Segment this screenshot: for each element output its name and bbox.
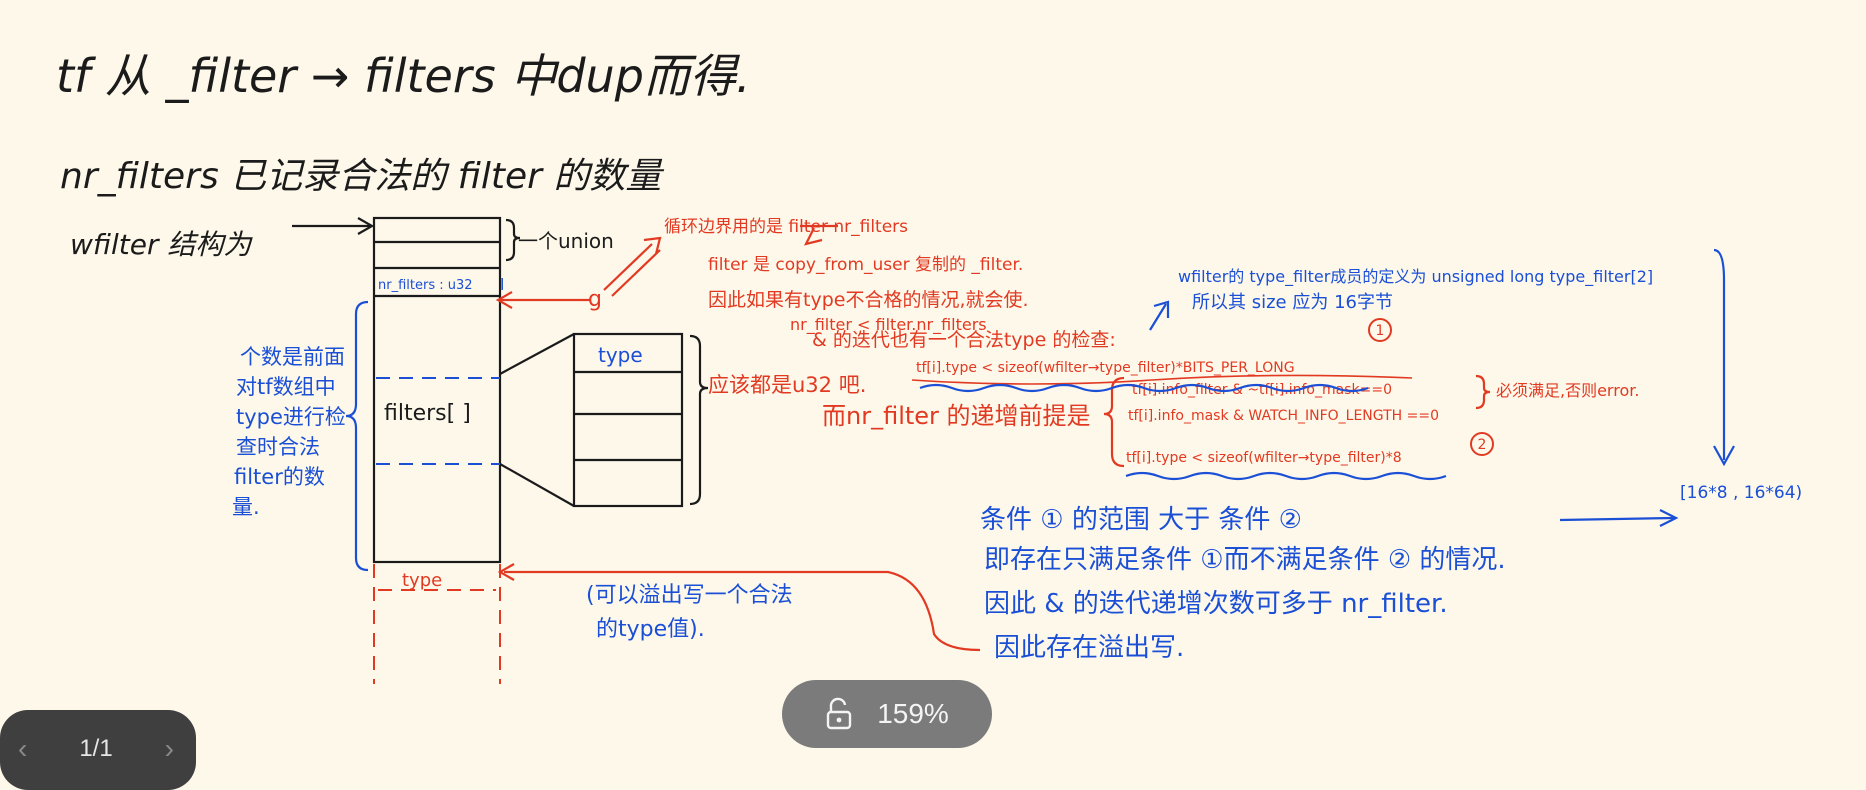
letter-g: g (588, 287, 602, 312)
count-note-4: filter的数 (234, 465, 325, 489)
circle-1-label: 1 (1376, 323, 1385, 339)
overflow-write-arrow (504, 570, 981, 652)
cond-b: tf[i].info_mask & WATCH_INFO_LENGTH ==0 (1128, 408, 1439, 424)
note-line-2: nr_filters 已记录合法的 filter 的数量 (60, 156, 664, 197)
union-brace (505, 218, 521, 262)
check-condition-2: tf[i].type < sizeof(wfilter→type_filter)… (1126, 450, 1402, 466)
blue-def-1: wfilter的 type_filter成员的定义为 unsigned long… (1178, 267, 1653, 287)
conclusion-3: 因此 & 的迭代递增次数可多于 nr_filter. (984, 589, 1448, 619)
cond-must: 必须满足,否则error. (1496, 381, 1639, 400)
circle-2-label: 2 (1478, 437, 1487, 453)
wfilter-arrowhead (357, 217, 375, 235)
wfilter-label: wfilter 结构为 (70, 228, 253, 261)
blue-def-2: 所以其 size 应为 16字节 (1192, 292, 1393, 313)
red-line-4: & 的迭代也有一个合法type 的检查: (812, 329, 1116, 351)
type-overflow-label: type (402, 570, 442, 591)
overflow-note-1: 的type值). (596, 617, 705, 642)
conclusion-4: 因此存在溢出写. (994, 633, 1184, 663)
u32-note: 应该都是u32 吧. (708, 373, 866, 397)
count-note-5: 量. (232, 495, 260, 519)
zoom-control[interactable]: 159% (782, 680, 992, 748)
union-label: 一个union (518, 229, 614, 253)
red-line-2: 因此如果有type不合格的情况,就会使. (708, 289, 1029, 311)
check-condition-1: tf[i].type < sizeof(wfilter→type_filter)… (916, 360, 1295, 376)
conclusion-2: 即存在只满足条件 ①而不满足条件 ② 的情况. (984, 545, 1506, 575)
filters-label: filters[ ] (384, 401, 471, 426)
loop-bound-note: 循环边界用的是 filter nr_filters (664, 217, 908, 237)
count-note-0: 个数是前面 (240, 345, 345, 369)
count-note-3: 查时合法 (236, 435, 320, 459)
nr-filters-field: nr_filters : u32 (378, 278, 473, 293)
note-line-1: tf 从 _filter → filters 中dup而得. (56, 49, 751, 103)
unlock-icon[interactable] (825, 697, 855, 731)
red-line-1: filter 是 copy_from_user 复制的 _filter. (708, 255, 1023, 275)
red-line-3: nr_filter < filter.nr_filters (790, 315, 987, 335)
type-array-box (572, 332, 684, 508)
premise-note: 而nr_filter 的递增前提是 (822, 402, 1091, 430)
count-note-2: type进行检 (236, 405, 346, 429)
chevron-left-icon[interactable]: ‹ (18, 733, 28, 764)
type-top-label: type (598, 343, 643, 367)
range-note: [16*8 , 16*64) (1680, 483, 1802, 503)
page-navigator: ‹ 1/1 › (0, 710, 196, 790)
letter-l: l (500, 275, 504, 294)
page-indicator: 1/1 (79, 735, 113, 762)
wfilter-struct-box (372, 216, 502, 564)
count-note-1: 对tf数组中 (236, 375, 336, 399)
overflow-note-0: (可以溢出写一个合法 (586, 583, 793, 608)
type-array-brace (689, 334, 709, 506)
count-brace (345, 300, 369, 572)
handwritten-note-canvas: tf 从 _filter → filters 中dup而得. nr_filter… (56, 49, 1802, 684)
conclusion-1: 条件 ① 的范围 大于 条件 ② (980, 505, 1302, 535)
zoom-level: 159% (877, 698, 949, 729)
chevron-right-icon[interactable]: › (164, 733, 174, 764)
